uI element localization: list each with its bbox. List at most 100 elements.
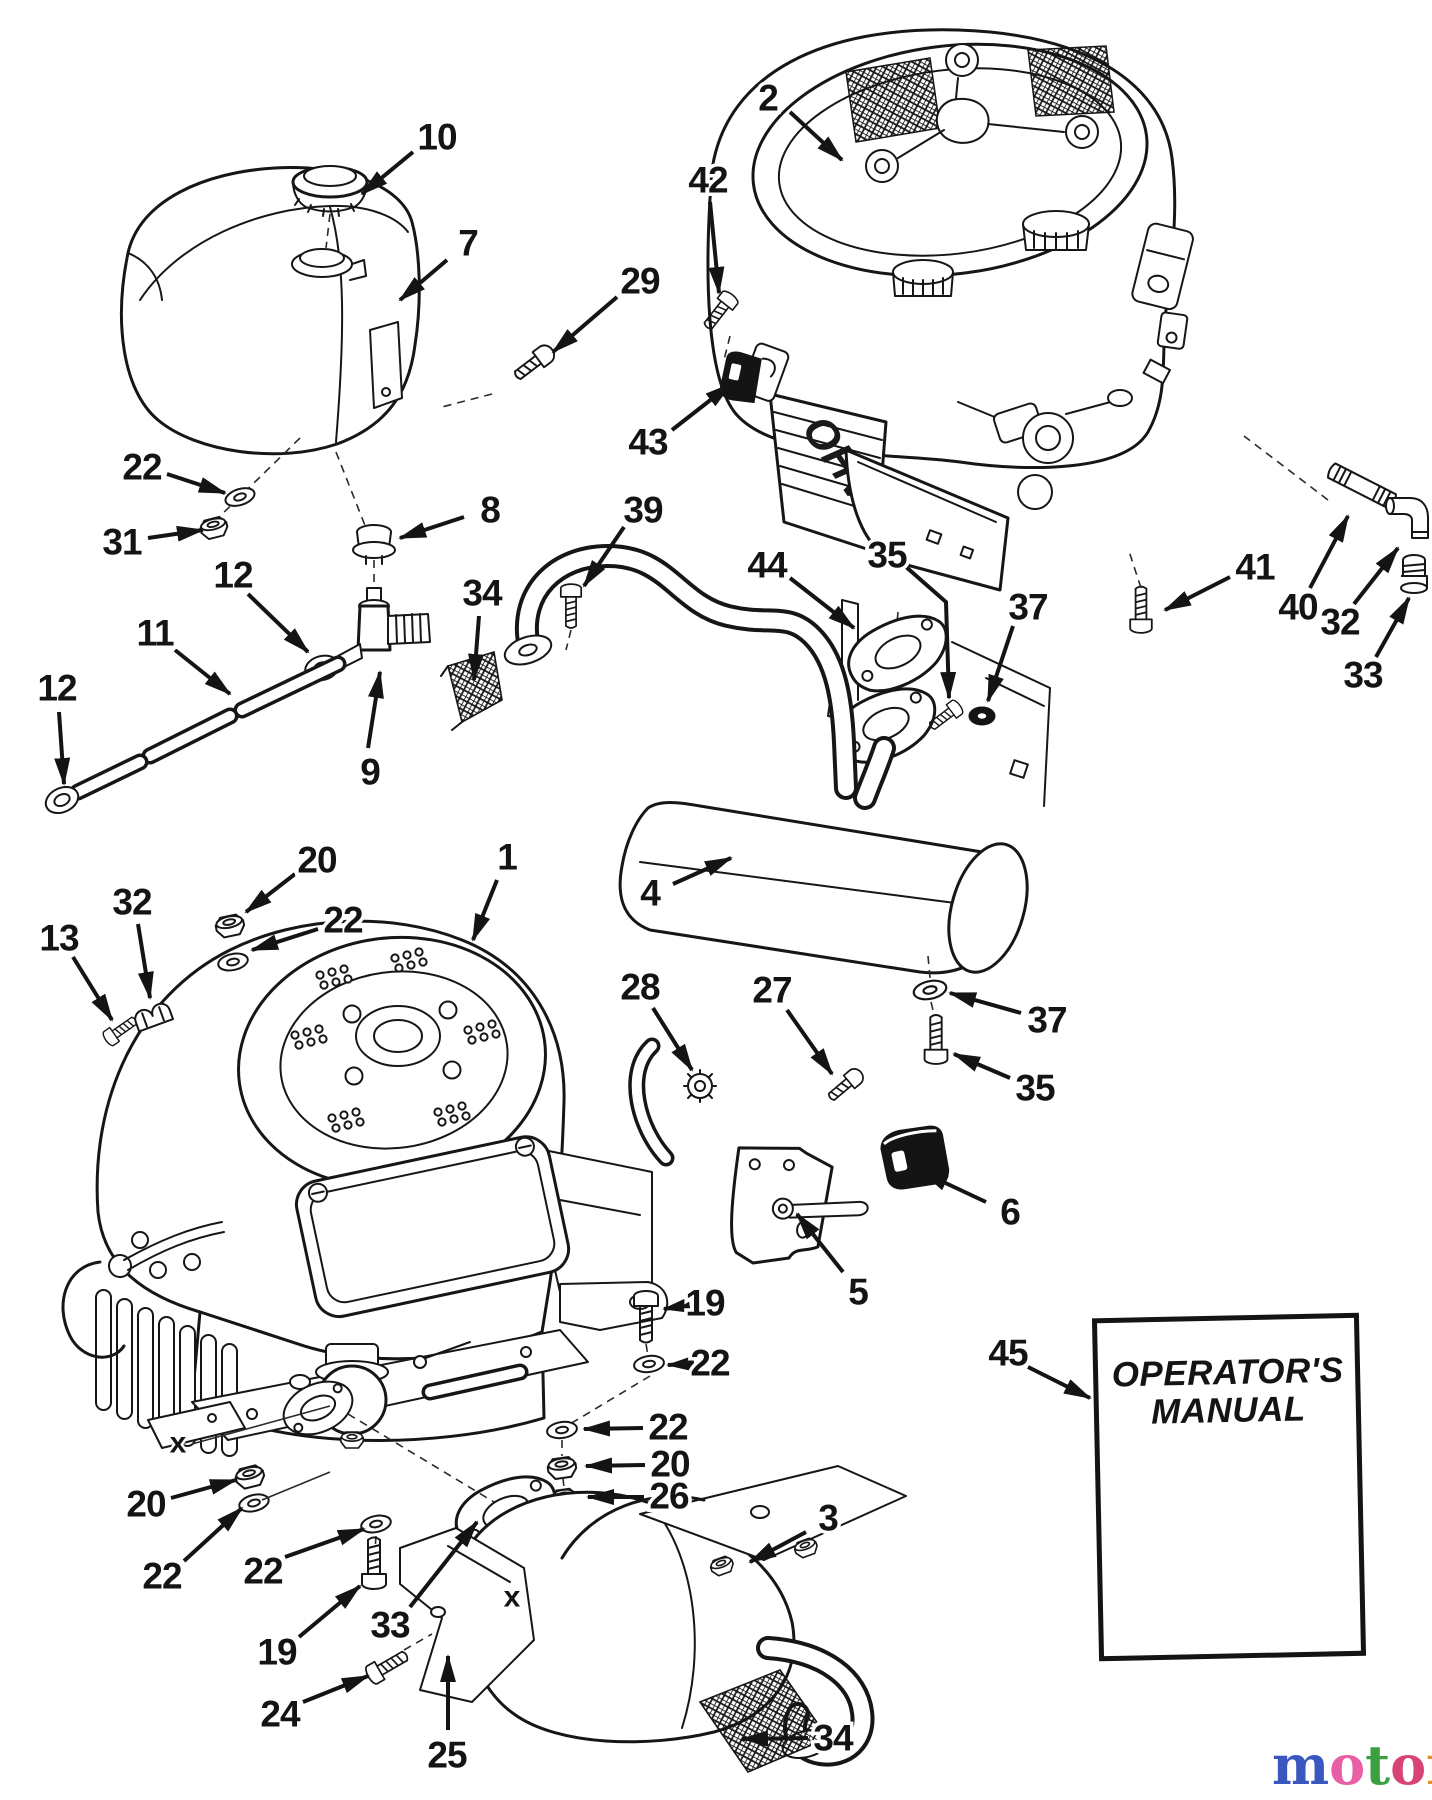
callout-arrow bbox=[468, 615, 485, 682]
pipe-flange bbox=[503, 634, 553, 666]
callout-arrow bbox=[54, 711, 71, 786]
part-number-label: 39 bbox=[623, 490, 663, 531]
mesh-screen bbox=[440, 650, 503, 731]
callout-arrow bbox=[147, 525, 205, 542]
callout-arrow bbox=[182, 1506, 244, 1563]
callout-arrow bbox=[284, 1527, 366, 1559]
fuel-line bbox=[69, 655, 347, 801]
fuel-tank-assembly bbox=[40, 165, 559, 820]
callout-arrow bbox=[670, 382, 733, 432]
callout-arrow bbox=[788, 110, 844, 162]
oil-cap bbox=[892, 259, 954, 297]
part-number-label: 22 bbox=[122, 447, 162, 488]
fuel-tank-body bbox=[120, 166, 421, 456]
part-number-label: 22 bbox=[648, 1407, 688, 1448]
part-number-label: 31 bbox=[102, 522, 142, 563]
callout-arrow bbox=[666, 1355, 695, 1372]
engine-vertical-shaft: OHV bbox=[698, 28, 1429, 810]
part-number-label: 33 bbox=[1343, 655, 1383, 696]
fuel-valve bbox=[337, 587, 431, 669]
part-number-label: 45 bbox=[988, 1333, 1028, 1374]
flange-nut-dark bbox=[968, 706, 996, 726]
part-number-label: 32 bbox=[1320, 602, 1360, 643]
part-number-label: 32 bbox=[112, 882, 152, 923]
flywheel bbox=[237, 935, 547, 1189]
callout-arrow bbox=[584, 1457, 646, 1474]
x-mark: x bbox=[170, 1427, 187, 1460]
callout-arrow bbox=[398, 258, 449, 302]
oil-cap bbox=[1022, 210, 1090, 251]
part-number-label: 29 bbox=[620, 261, 660, 302]
washer bbox=[358, 1512, 394, 1536]
tank-nut bbox=[197, 514, 231, 542]
part-number-label: 33 bbox=[370, 1605, 410, 1646]
motoruf-watermark[interactable]: motoruf.de bbox=[1272, 1733, 1432, 1797]
callout-arrow bbox=[302, 1674, 370, 1704]
hex-bolt bbox=[361, 1536, 387, 1590]
callout-arrow bbox=[366, 670, 384, 749]
mesh-screen bbox=[698, 1669, 830, 1773]
part-number-label: 40 bbox=[1278, 587, 1318, 628]
callout-arrow bbox=[170, 1478, 238, 1500]
callout-arrow bbox=[244, 872, 297, 914]
throttle-bracket bbox=[730, 1146, 869, 1265]
callout-arrow bbox=[795, 1212, 845, 1274]
part-number-label: 5 bbox=[848, 1272, 868, 1313]
spacer-block bbox=[1142, 358, 1171, 385]
flange-nut bbox=[545, 1455, 579, 1481]
operators-manual: OPERATOR'S MANUAL bbox=[1091, 1312, 1367, 1662]
callout-arrow bbox=[71, 955, 114, 1022]
callout-arrow bbox=[250, 927, 319, 952]
clip-black bbox=[720, 342, 790, 404]
tank-bracket-slot bbox=[369, 321, 403, 409]
part-number-label: 42 bbox=[688, 160, 728, 201]
control-bracket-assembly bbox=[628, 1037, 950, 1265]
callout-arrow bbox=[740, 1730, 809, 1747]
part-number-label: 37 bbox=[1008, 587, 1047, 628]
callout-arrow bbox=[708, 201, 725, 295]
callout-arrow bbox=[551, 295, 619, 354]
spark-plug-boot bbox=[61, 1221, 225, 1359]
callout-arrow bbox=[408, 1520, 479, 1609]
part-number-label: 12 bbox=[213, 555, 253, 596]
lower-shroud bbox=[844, 448, 1010, 592]
hex-bolt bbox=[923, 1014, 949, 1065]
part-number-label: 20 bbox=[297, 840, 337, 881]
callout-arrow bbox=[1027, 1365, 1092, 1400]
callout-arrow bbox=[952, 1052, 1011, 1080]
part-number-label: 12 bbox=[37, 668, 77, 709]
washer bbox=[236, 1490, 272, 1516]
callout-arrow bbox=[297, 1584, 362, 1639]
part-number-label: 43 bbox=[628, 422, 668, 463]
tank-filler-neck bbox=[291, 248, 367, 281]
part-number-label: 9 bbox=[360, 752, 380, 793]
callout-arrow bbox=[1352, 546, 1400, 606]
callout-arrow bbox=[166, 472, 227, 495]
part-number-label: 20 bbox=[126, 1484, 166, 1525]
callout-arrow bbox=[788, 576, 856, 630]
small-bracket bbox=[1156, 311, 1189, 350]
part-number-label: 7 bbox=[458, 223, 478, 264]
manual-title-line2: MANUAL bbox=[1151, 1389, 1306, 1431]
hex-bolt bbox=[1129, 585, 1153, 634]
tank-bushing bbox=[352, 524, 396, 565]
hex-bolt bbox=[362, 1645, 413, 1687]
fan-screen bbox=[845, 45, 1115, 143]
part-number-label: 41 bbox=[1235, 547, 1275, 588]
part-number-label: 22 bbox=[243, 1551, 283, 1592]
mounting-bracket bbox=[1131, 222, 1194, 311]
tank-screw bbox=[509, 340, 559, 385]
callout-arrow bbox=[651, 1006, 694, 1072]
fuel-cap bbox=[291, 165, 369, 217]
part-number-label: 13 bbox=[39, 918, 79, 959]
callout-arrow bbox=[1308, 514, 1350, 589]
carburetor-cluster bbox=[957, 389, 1133, 510]
callout-arrow bbox=[471, 879, 499, 942]
part-number-label: 28 bbox=[620, 967, 660, 1008]
serrated-nut bbox=[683, 1069, 717, 1103]
tank-washer bbox=[222, 483, 258, 511]
valve-cover bbox=[294, 1135, 571, 1319]
part-number-label: 22 bbox=[142, 1556, 182, 1597]
